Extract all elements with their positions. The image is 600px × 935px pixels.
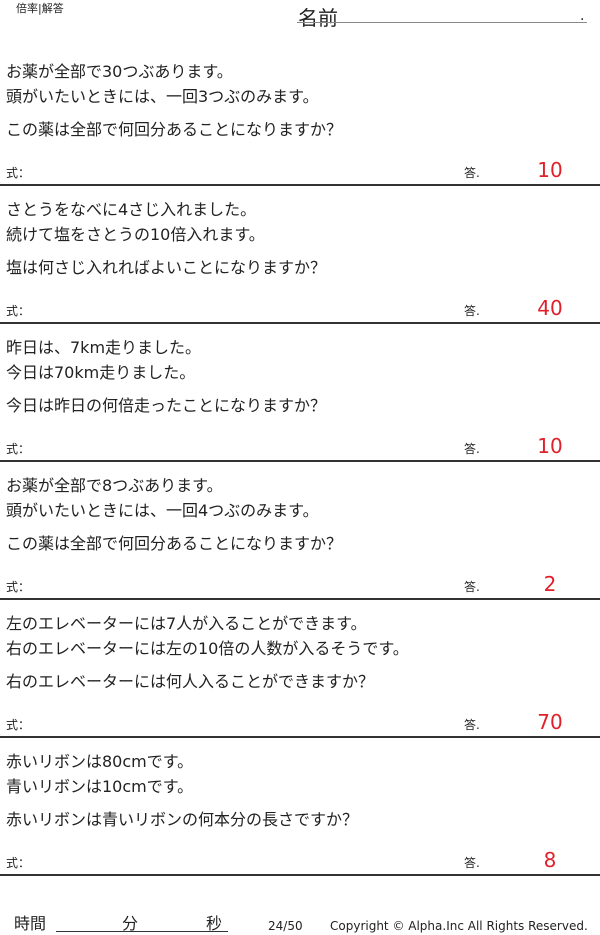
problem-line-2: 頭がいたいときには、一回3つぶのみます。 xyxy=(6,87,319,106)
name-label: 名前 xyxy=(298,6,338,30)
divider xyxy=(0,598,600,600)
answer-label: 答. xyxy=(464,718,480,732)
formula-label: 式： xyxy=(6,580,31,594)
formula-label: 式： xyxy=(6,166,31,180)
answer-value: 70 xyxy=(537,710,563,734)
seconds-label: 秒 xyxy=(206,914,223,933)
divider xyxy=(0,460,600,462)
problem-block: お薬が全部で8つぶあります。 頭がいたいときには、一回4つぶのみます。 この薬は… xyxy=(0,462,600,600)
page-number: 24/50 xyxy=(268,919,303,933)
problem-line-2: 青いリボンは10cmです。 xyxy=(6,777,194,796)
formula-label: 式： xyxy=(6,304,31,318)
problem-line-1: お薬が全部で30つぶあります。 xyxy=(6,62,233,81)
problem-line-1: 昨日は、7km走りました。 xyxy=(6,338,202,357)
name-dot: . xyxy=(580,8,585,24)
problem-line-1: 赤いリボンは80cmです。 xyxy=(6,752,194,771)
answer-label: 答. xyxy=(464,442,480,456)
divider xyxy=(0,184,600,186)
answer-value: 10 xyxy=(537,434,563,458)
time-line xyxy=(56,931,228,932)
answer-value: 8 xyxy=(543,848,557,872)
problem-line-1: 左のエレベーターには7人が入ることができます。 xyxy=(6,614,367,633)
problem-question: この薬は全部で何回分あることになりますか？ xyxy=(6,534,343,553)
problem-line-2: 今日は70km走りました。 xyxy=(6,363,196,382)
formula-label: 式： xyxy=(6,442,31,456)
name-line xyxy=(297,22,587,23)
answer-label: 答. xyxy=(464,304,480,318)
problem-question: 右のエレベーターには何人入ることができますか？ xyxy=(6,672,375,691)
minutes-label: 分 xyxy=(122,914,139,933)
problem-line-2: 右のエレベーターには左の10倍の人数が入るそうです。 xyxy=(6,639,409,658)
problem-block: お薬が全部で30つぶあります。 頭がいたいときには、一回3つぶのみます。 この薬… xyxy=(0,48,600,186)
problem-line-2: 続けて塩をさとうの10倍入れます。 xyxy=(6,225,265,244)
formula-label: 式： xyxy=(6,856,31,870)
answer-value: 2 xyxy=(543,572,557,596)
time-label: 時間 xyxy=(14,914,47,933)
answer-value: 40 xyxy=(537,296,563,320)
answer-value: 10 xyxy=(537,158,563,182)
answer-label: 答. xyxy=(464,856,480,870)
problem-line-1: お薬が全部で8つぶあります。 xyxy=(6,476,223,495)
problem-line-1: さとうをなべに4さじ入れました。 xyxy=(6,200,257,219)
answer-label: 答. xyxy=(464,580,480,594)
divider xyxy=(0,322,600,324)
divider xyxy=(0,736,600,738)
copyright: Copyright © Alpha.Inc All Rights Reserve… xyxy=(330,919,588,933)
problem-question: 赤いリボンは青いリボンの何本分の長さですか？ xyxy=(6,810,359,829)
formula-label: 式： xyxy=(6,718,31,732)
problem-line-2: 頭がいたいときには、一回4つぶのみます。 xyxy=(6,501,319,520)
problem-question: 今日は昨日の何倍走ったことになりますか？ xyxy=(6,396,327,415)
divider xyxy=(0,874,600,876)
problem-block: 昨日は、7km走りました。 今日は70km走りました。 今日は昨日の何倍走ったこ… xyxy=(0,324,600,462)
problem-block: 左のエレベーターには7人が入ることができます。 右のエレベーターには左の10倍の… xyxy=(0,600,600,738)
problem-question: 塩は何さじ入れればよいことになりますか？ xyxy=(6,258,327,277)
problem-block: さとうをなべに4さじ入れました。 続けて塩をさとうの10倍入れます。 塩は何さじ… xyxy=(0,186,600,324)
problem-block: 赤いリボンは80cmです。 青いリボンは10cmです。 赤いリボンは青いリボンの… xyxy=(0,738,600,876)
problem-question: この薬は全部で何回分あることになりますか？ xyxy=(6,120,343,139)
worksheet-title: 倍率|解答 xyxy=(16,2,64,15)
answer-label: 答. xyxy=(464,166,480,180)
